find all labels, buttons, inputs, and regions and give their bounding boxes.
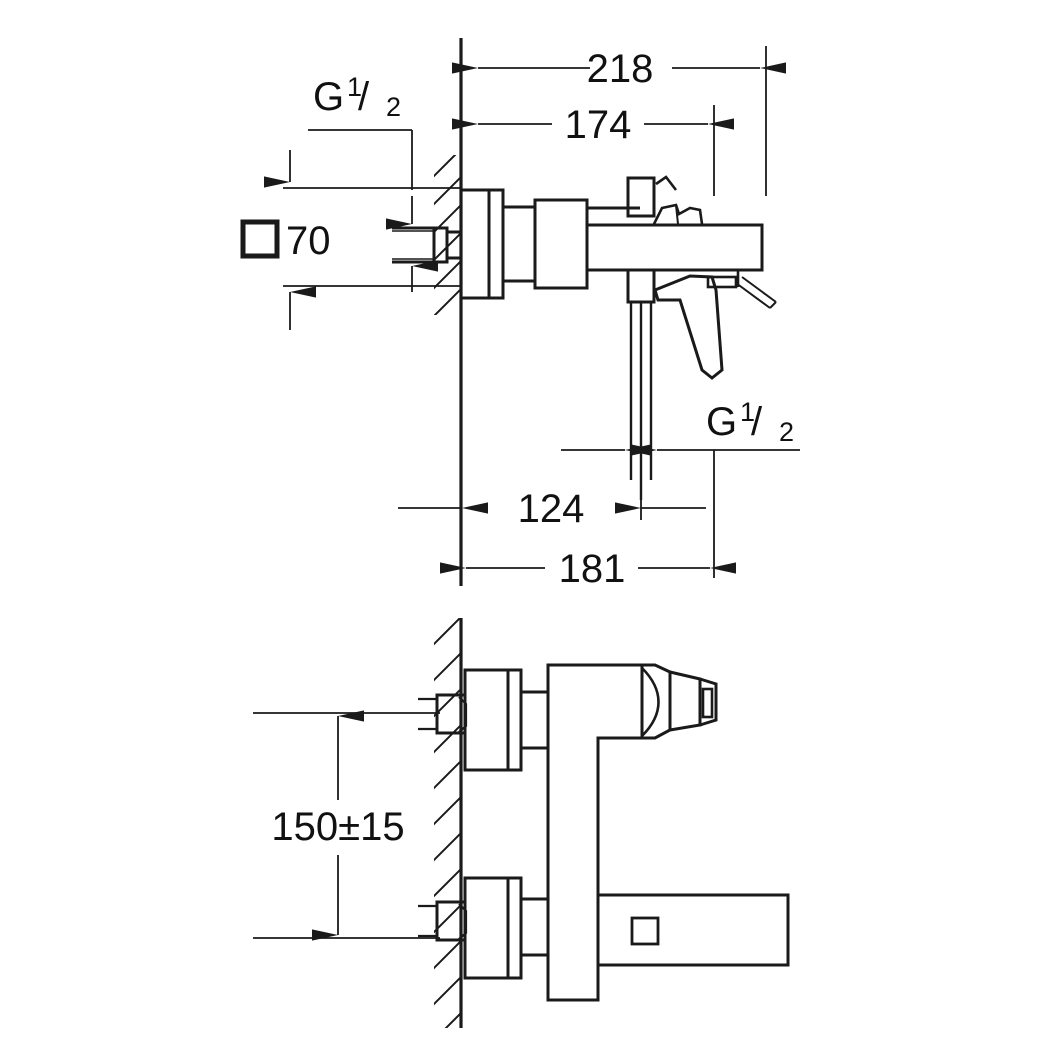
diverter-cap-top bbox=[626, 176, 656, 218]
dim-218-label: 218 bbox=[587, 47, 654, 91]
thread-leader-top bbox=[308, 129, 413, 190]
dim-150 bbox=[253, 710, 440, 941]
thread-label-bottom-g: G bbox=[706, 400, 737, 444]
thread-label-top-slash: / bbox=[358, 75, 370, 119]
wall-hatching-bottom bbox=[434, 618, 461, 1028]
side-elevation-view bbox=[240, 38, 800, 586]
mixer-body-bottom bbox=[546, 663, 644, 1002]
lever-handle-top bbox=[653, 274, 724, 380]
cover-bar-top bbox=[585, 206, 764, 272]
escutcheon-upper-bottom bbox=[463, 668, 523, 772]
escutcheon-lower-bottom bbox=[463, 876, 523, 980]
thread-label-bottom: G 1 / 2 bbox=[706, 397, 794, 447]
lever-pivot-shapes bbox=[652, 175, 704, 225]
dim-218 bbox=[452, 46, 786, 196]
dim-181-label: 181 bbox=[559, 547, 626, 591]
thread-label-bottom-numerator: 1 bbox=[740, 397, 755, 427]
body-neck-top bbox=[503, 205, 537, 283]
shower-outlet-marker bbox=[706, 268, 777, 309]
mixer-body-top bbox=[533, 198, 589, 290]
inlet-connector-top bbox=[392, 226, 463, 264]
outlet-stub-top bbox=[626, 268, 656, 304]
dim-70-label: 70 bbox=[286, 219, 331, 263]
lever-cap-bottom bbox=[641, 663, 718, 740]
body-neck-upper-bottom bbox=[521, 690, 550, 750]
dim-150-label: 150±15 bbox=[271, 805, 404, 849]
thread-label-bottom-denominator: 2 bbox=[779, 417, 794, 447]
square-symbol-icon bbox=[240, 219, 280, 259]
dim-124 bbox=[398, 400, 706, 520]
escutcheon-top bbox=[459, 188, 505, 300]
thread-label-bottom-slash: / bbox=[751, 400, 763, 444]
thread-label-top-numerator: 1 bbox=[347, 72, 362, 102]
aerator-square-icon bbox=[630, 916, 660, 946]
spout-block-bottom bbox=[596, 893, 790, 967]
thread-label-top-g: G bbox=[313, 75, 344, 119]
dim-124-label: 124 bbox=[518, 487, 585, 531]
dim-174-label: 174 bbox=[565, 103, 632, 147]
dim-181 bbox=[440, 450, 736, 578]
body-neck-lower-bottom bbox=[521, 897, 550, 957]
dim-174 bbox=[452, 105, 734, 196]
front-elevation-view bbox=[253, 618, 790, 1028]
thread-label-top: G 1 / 2 bbox=[313, 72, 401, 122]
dim-70 bbox=[240, 150, 462, 330]
thread-label-top-denominator: 2 bbox=[386, 92, 401, 122]
